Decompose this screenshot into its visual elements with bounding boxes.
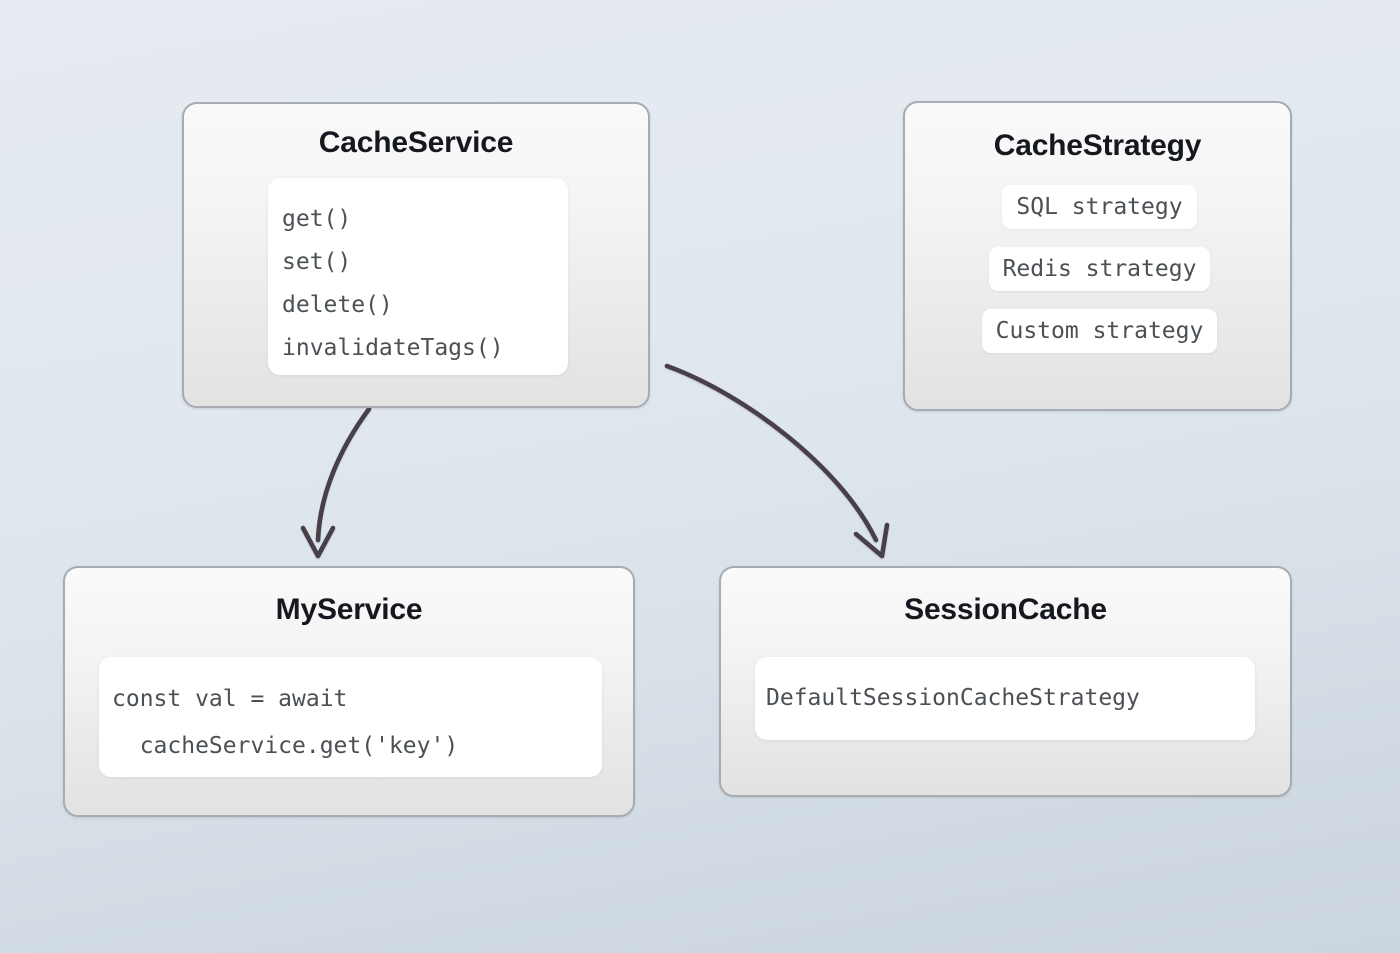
strategy-list: SQL strategy Redis strategy Custom strat… bbox=[905, 185, 1294, 353]
method-set: set() bbox=[282, 249, 352, 275]
cache-service-methods-panel: get() set() delete() invalidateTags() bbox=[268, 178, 568, 375]
strategy-item-custom[interactable]: Custom strategy bbox=[981, 309, 1218, 353]
connector-cacheservice-sessioncache bbox=[664, 363, 890, 559]
method-invalidate-tags: invalidateTags() bbox=[282, 335, 504, 361]
my-service-code-panel: const val = await cacheService.get('key'… bbox=[99, 657, 602, 777]
card-title-cache-service: CacheService bbox=[318, 126, 514, 159]
card-session-cache[interactable]: SessionCache DefaultSessionCacheStrategy bbox=[719, 566, 1292, 797]
code-line-2: cacheService.get('key') bbox=[112, 733, 459, 759]
strategy-item-redis[interactable]: Redis strategy bbox=[988, 247, 1211, 291]
session-cache-strategy-name: DefaultSessionCacheStrategy bbox=[766, 685, 1140, 711]
session-cache-strategy-panel: DefaultSessionCacheStrategy bbox=[755, 657, 1255, 740]
strategy-item-sql[interactable]: SQL strategy bbox=[1002, 185, 1197, 229]
card-title-session-cache: SessionCache bbox=[904, 593, 1107, 626]
card-cache-service[interactable]: CacheService get() set() delete() invali… bbox=[182, 102, 650, 408]
method-delete: delete() bbox=[282, 292, 393, 318]
card-title-cache-strategy: CacheStrategy bbox=[993, 129, 1202, 162]
connector-cacheservice-myservice bbox=[300, 406, 372, 559]
card-title-my-service: MyService bbox=[275, 593, 423, 626]
code-line-1: const val = await bbox=[112, 686, 348, 712]
card-my-service[interactable]: MyService const val = await cacheService… bbox=[63, 566, 635, 817]
card-cache-strategy[interactable]: CacheStrategy SQL strategy Redis strateg… bbox=[903, 101, 1292, 411]
method-get: get() bbox=[282, 206, 352, 232]
